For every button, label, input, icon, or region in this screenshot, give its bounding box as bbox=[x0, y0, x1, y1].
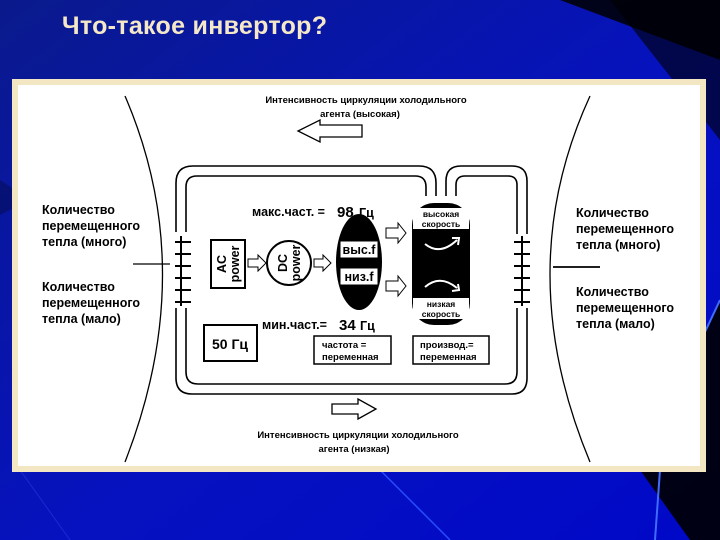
freq-variable-line1: частота = bbox=[322, 340, 367, 351]
arrow-high-f bbox=[385, 221, 407, 245]
high-speed-line2: скорость bbox=[422, 219, 460, 229]
low-speed-line1: низкая bbox=[427, 299, 456, 309]
heat-right-many-line3: тепла (много) bbox=[576, 238, 660, 252]
dc-power-line1: DC bbox=[276, 254, 290, 272]
freq-variable-line2: переменная bbox=[322, 352, 379, 363]
rotation-arrow-low-icon bbox=[424, 279, 458, 289]
heat-right-few-line2: перемещенного bbox=[576, 301, 674, 315]
heat-left-few-line1: Количество bbox=[42, 280, 115, 294]
low-speed-line2: скорость bbox=[422, 309, 460, 319]
right-boundary-curve bbox=[549, 95, 591, 463]
left-coil bbox=[175, 236, 191, 306]
refrigerant-loop bbox=[175, 165, 528, 395]
heat-right-few-line3: тепла (мало) bbox=[576, 317, 655, 331]
ac-power-box bbox=[210, 239, 246, 289]
heat-right-many-line2: перемещенного bbox=[576, 222, 674, 236]
rotation-arrow-high-icon bbox=[424, 239, 458, 251]
perf-variable-line2: переменная bbox=[420, 352, 477, 363]
heat-right-few-line1: Количество bbox=[576, 285, 649, 299]
heat-left-many-line3: тепла (много) bbox=[42, 235, 126, 249]
freq-variable-box bbox=[313, 335, 392, 365]
arrow-low-f bbox=[385, 274, 407, 298]
perf-variable-box bbox=[412, 335, 490, 365]
ac-power-line2: power bbox=[228, 245, 242, 282]
dc-power-circle bbox=[266, 240, 312, 286]
min-freq-unit: Гц bbox=[360, 319, 375, 333]
high-f-box bbox=[339, 240, 379, 259]
max-freq-value: 98 bbox=[337, 204, 354, 221]
slide-title: Что-такое инвертор? bbox=[62, 12, 328, 40]
compressor-low-band bbox=[413, 298, 469, 319]
arrow-left-high bbox=[296, 118, 363, 144]
circulation-low-line1: Интенсивность циркуляции холодильного bbox=[257, 430, 458, 441]
min-freq-value: 34 bbox=[339, 317, 356, 334]
mains-freq-label: 50 Гц bbox=[212, 336, 248, 352]
arrow-ac-to-dc bbox=[247, 253, 267, 273]
circulation-low-line2: агента (низкая) bbox=[318, 444, 389, 455]
dc-power-line2: power bbox=[289, 244, 303, 281]
left-boundary-curve bbox=[124, 95, 164, 463]
low-f-label: низ.f bbox=[344, 270, 374, 284]
max-freq-label: макс.част. = bbox=[252, 205, 325, 219]
low-f-box bbox=[339, 267, 379, 286]
heat-left-many-line1: Количество bbox=[42, 203, 115, 217]
circulation-high-line2: агента (высокая) bbox=[320, 109, 400, 120]
arrow-right-low bbox=[331, 397, 378, 421]
ac-power-line1: AC bbox=[215, 255, 229, 273]
heat-right-many-line1: Количество bbox=[576, 206, 649, 220]
min-freq-label: мин.част.= bbox=[262, 318, 327, 332]
heat-left-few-line3: тепла (мало) bbox=[42, 312, 121, 326]
high-f-label: выс.f bbox=[343, 243, 377, 257]
high-speed-line1: высокая bbox=[423, 209, 459, 219]
heat-left-many-line2: перемещенного bbox=[42, 219, 140, 233]
compressor-high-band bbox=[413, 208, 469, 229]
inverter-oval bbox=[336, 214, 382, 310]
perf-variable-line1: производ.= bbox=[420, 340, 474, 351]
right-coil bbox=[514, 236, 530, 306]
circulation-high-line1: Интенсивность циркуляции холодильного bbox=[265, 95, 466, 106]
heat-left-few-line2: перемещенного bbox=[42, 296, 140, 310]
mains-freq-box bbox=[203, 324, 258, 362]
compressor bbox=[412, 203, 470, 325]
arrow-dc-to-inverter bbox=[313, 253, 332, 273]
